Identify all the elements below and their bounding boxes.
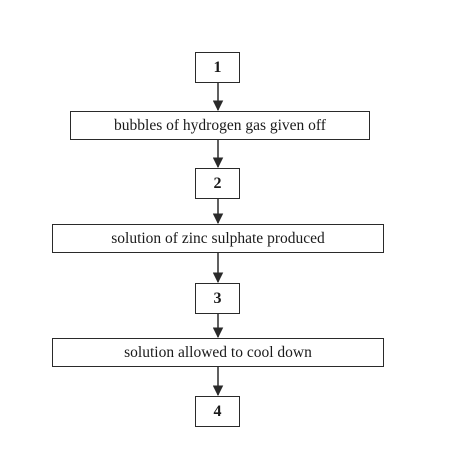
zinc-sulphate-box: solution of zinc sulphate produced [52, 224, 384, 253]
zinc-sulphate-label: solution of zinc sulphate produced [111, 229, 325, 247]
step-box-3: 3 [195, 283, 240, 314]
step-box-1: 1 [195, 52, 240, 83]
hydrogen-bubbles-label: bubbles of hydrogen gas given off [114, 116, 326, 134]
step-box-4: 4 [195, 396, 240, 427]
step-box-2: 2 [195, 168, 240, 199]
step-box-2-label: 2 [213, 174, 222, 192]
step-box-4-label: 4 [213, 402, 222, 420]
hydrogen-bubbles-box: bubbles of hydrogen gas given off [70, 111, 370, 140]
cool-down-box: solution allowed to cool down [52, 338, 384, 367]
cool-down-label: solution allowed to cool down [124, 343, 312, 361]
step-box-1-label: 1 [213, 58, 222, 76]
step-box-3-label: 3 [213, 289, 222, 307]
